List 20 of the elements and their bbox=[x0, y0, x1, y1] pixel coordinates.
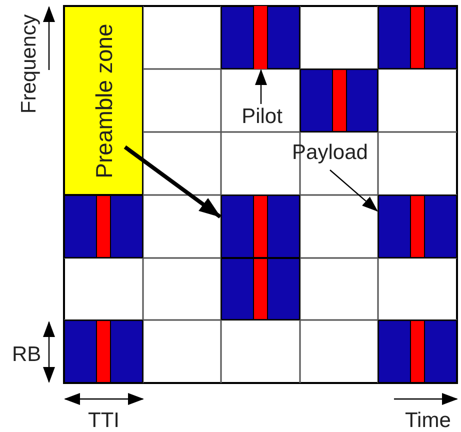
resource-block bbox=[378, 320, 457, 383]
dimension-label: RB bbox=[12, 342, 42, 368]
dimension-label: TTI bbox=[88, 408, 120, 432]
resource-block bbox=[221, 6, 300, 69]
leader-arrow bbox=[330, 170, 378, 212]
zone-label: Preamble zone bbox=[89, 23, 118, 178]
pilot-bar bbox=[253, 6, 268, 69]
resource-block bbox=[221, 195, 300, 258]
leader-arrow bbox=[255, 69, 267, 104]
resource-block bbox=[378, 6, 457, 69]
resource-block bbox=[300, 69, 378, 132]
resource-block bbox=[64, 320, 143, 383]
resource-block bbox=[221, 258, 300, 320]
resource-block bbox=[64, 195, 143, 258]
thick-arrow bbox=[124, 145, 222, 218]
callout-text: Pilot bbox=[236, 104, 288, 130]
preamble-zone bbox=[64, 6, 143, 195]
axis-label: Time bbox=[405, 408, 451, 432]
resource-block bbox=[378, 195, 457, 258]
axis-label: Frequency bbox=[16, 14, 42, 114]
